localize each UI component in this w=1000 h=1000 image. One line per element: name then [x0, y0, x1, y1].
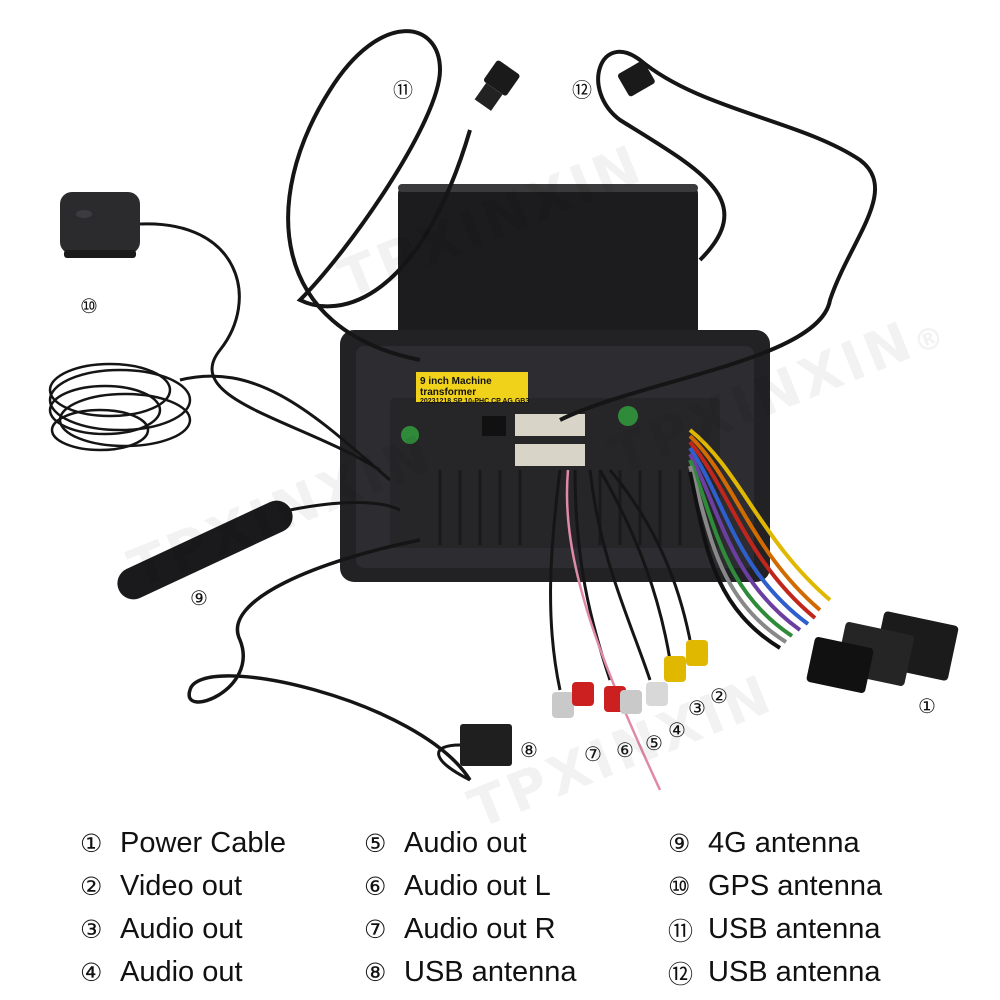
- callout-1: ①: [918, 694, 936, 718]
- head-unit-illustration: [48, 29, 959, 791]
- iso-connector: [806, 611, 959, 693]
- usb-cable-8: [187, 538, 472, 781]
- screen-panel: [398, 184, 698, 344]
- callout-6: ⑥: [616, 738, 634, 762]
- callout-9: ⑨: [190, 586, 208, 610]
- antenna-port: [618, 406, 638, 426]
- usb-socket-8: [460, 724, 512, 766]
- callout-2: ②: [710, 684, 728, 708]
- gps-antenna: [60, 192, 140, 254]
- callout-3: ③: [688, 696, 706, 720]
- callout-11: ⑪: [393, 78, 413, 102]
- usb-cable-12: [559, 50, 878, 422]
- sticker-text: 9 inch Machine transformer 20231218 SP 1…: [420, 376, 530, 405]
- callout-12: ⑫: [572, 78, 592, 102]
- callout-4: ④: [668, 718, 686, 742]
- gps-port: [401, 426, 419, 444]
- label-sticker: [416, 372, 528, 402]
- callout-8: ⑧: [520, 738, 538, 762]
- callout-5: ⑤: [645, 731, 663, 755]
- callout-7: ⑦: [584, 742, 602, 766]
- 4g-antenna: [117, 500, 293, 600]
- callout-10: ⑩: [80, 294, 98, 318]
- product-photo: TPXINXIN TPXINXIN® TPXINXIN TPXINXIN 9 i…: [48, 29, 959, 841]
- usb-cable-11: [286, 29, 472, 362]
